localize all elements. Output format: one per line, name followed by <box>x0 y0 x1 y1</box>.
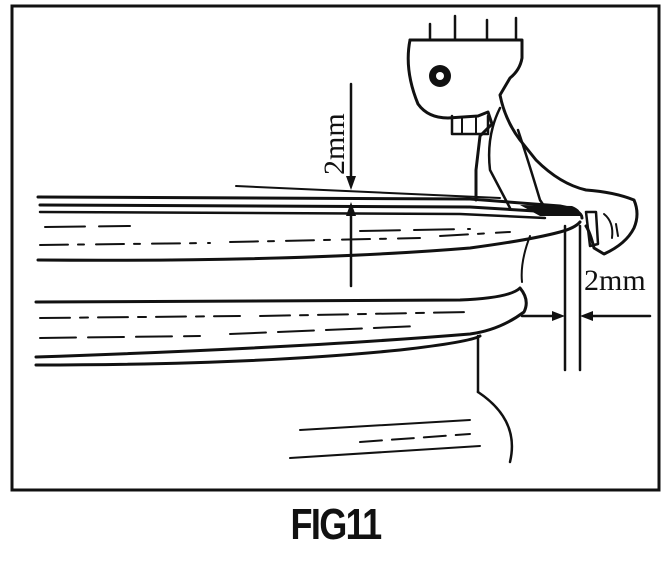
mounting-head-tool <box>406 14 639 256</box>
figure-frame <box>10 4 661 492</box>
figure-caption: FIG11 <box>290 500 382 549</box>
contact-point <box>520 205 581 216</box>
vertical-gap-dimension: 2mm <box>235 82 501 288</box>
vertical-gap-label: 2mm <box>318 113 351 175</box>
horizontal-gap-dimension: 2mm <box>520 224 652 372</box>
horizontal-gap-label: 2mm <box>584 264 646 297</box>
wheel-rim <box>34 195 584 464</box>
